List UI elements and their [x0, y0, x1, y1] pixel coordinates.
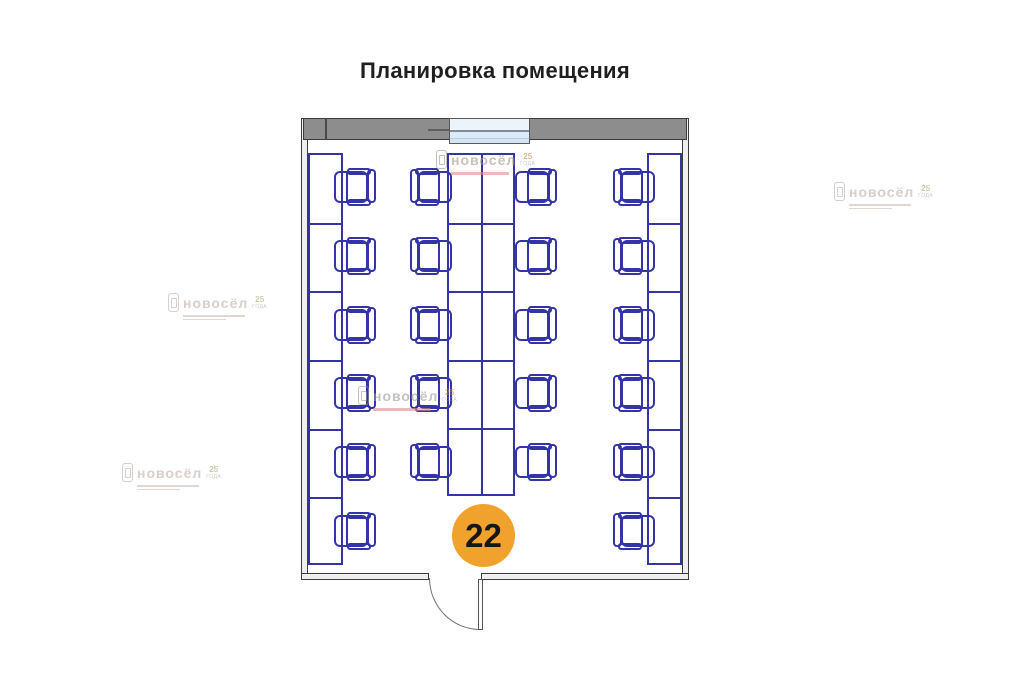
desk-divider — [649, 360, 680, 362]
office-chair-icon — [410, 168, 454, 207]
desk-divider — [310, 360, 341, 362]
office-chair-icon — [332, 237, 376, 275]
desk-divider — [310, 222, 341, 225]
watermark-novosel: новосёл 25 ГОДА — [358, 386, 458, 411]
anniversary-badge: 25 ГОДА — [206, 464, 222, 480]
office-chair-icon — [613, 374, 657, 413]
page-title: Планировка помещения — [360, 58, 630, 83]
wall-centerline — [428, 129, 449, 131]
watermark-novosel: новосёл 25 ГОДА — [834, 182, 934, 211]
office-chair-icon — [513, 305, 557, 344]
office-chair-icon — [513, 442, 557, 481]
office-chair-icon — [613, 443, 657, 481]
desk-run — [647, 153, 682, 565]
door-icon — [478, 579, 483, 630]
desk-divider — [649, 428, 680, 431]
office-chair-icon — [613, 511, 657, 550]
anniversary-badge: 25 ГОДА — [442, 387, 458, 403]
watermark-tagline — [183, 315, 245, 320]
anniversary-badge: 25 ГОДА — [520, 151, 536, 167]
watermark-tagline — [849, 204, 911, 209]
watermark-brand: новосёл — [849, 183, 915, 200]
wall-corner-joint — [325, 118, 327, 140]
house-logo-icon — [834, 182, 845, 201]
house-logo-icon — [436, 150, 447, 169]
desk-divider — [310, 291, 341, 294]
watermark-novosel: новосёл 25 ГОДА — [436, 150, 536, 175]
floor-plan: 22 — [300, 117, 690, 630]
office-chair-icon — [613, 305, 657, 344]
office-chair-icon — [513, 236, 557, 275]
office-chair-icon — [332, 443, 376, 481]
office-chair-icon — [410, 236, 454, 275]
house-logo-icon — [122, 463, 133, 482]
anniversary-badge: 25 ГОДА — [252, 294, 268, 310]
wall-bottom-right-segment — [481, 573, 689, 580]
watermark-tagline — [137, 485, 199, 490]
anniversary-badge: 25 ГОДА — [918, 183, 934, 199]
office-chair-icon — [410, 305, 454, 344]
wall-bottom-left-segment — [301, 573, 429, 580]
workplace-count-badge: 22 — [452, 504, 515, 567]
office-chair-icon — [613, 237, 657, 275]
watermark-brand: новосёл — [183, 294, 249, 311]
watermark-brand: новосёл — [137, 464, 203, 481]
office-chair-icon — [332, 168, 376, 207]
office-chair-icon — [613, 168, 657, 207]
office-chair-icon — [410, 374, 454, 413]
watermark-novosel: новосёл 25 ГОДА — [122, 463, 222, 492]
watermark-brand: новосёл — [451, 151, 517, 168]
desk-divider — [310, 428, 341, 431]
house-logo-icon — [168, 293, 179, 312]
desk-divider — [649, 222, 680, 225]
wall-left — [301, 118, 308, 580]
office-chair-icon — [332, 511, 376, 550]
watermark-underline — [451, 172, 509, 175]
house-logo-icon — [358, 386, 369, 405]
window-icon — [449, 118, 530, 144]
desk-divider — [310, 497, 341, 500]
desk-divider — [649, 291, 680, 294]
wall-right — [682, 118, 689, 580]
watermark-novosel: новосёл 25 ГОДА — [168, 293, 268, 322]
door-swing-arc — [429, 578, 480, 630]
watermark-underline — [373, 408, 431, 411]
desk-divider — [649, 497, 680, 500]
desk-midline — [481, 155, 483, 494]
office-chair-icon — [332, 305, 376, 344]
desk-run — [447, 153, 515, 496]
desk-run — [308, 153, 343, 565]
watermark-brand: новосёл — [373, 387, 439, 404]
office-chair-icon — [513, 374, 557, 413]
office-chair-icon — [410, 442, 454, 481]
